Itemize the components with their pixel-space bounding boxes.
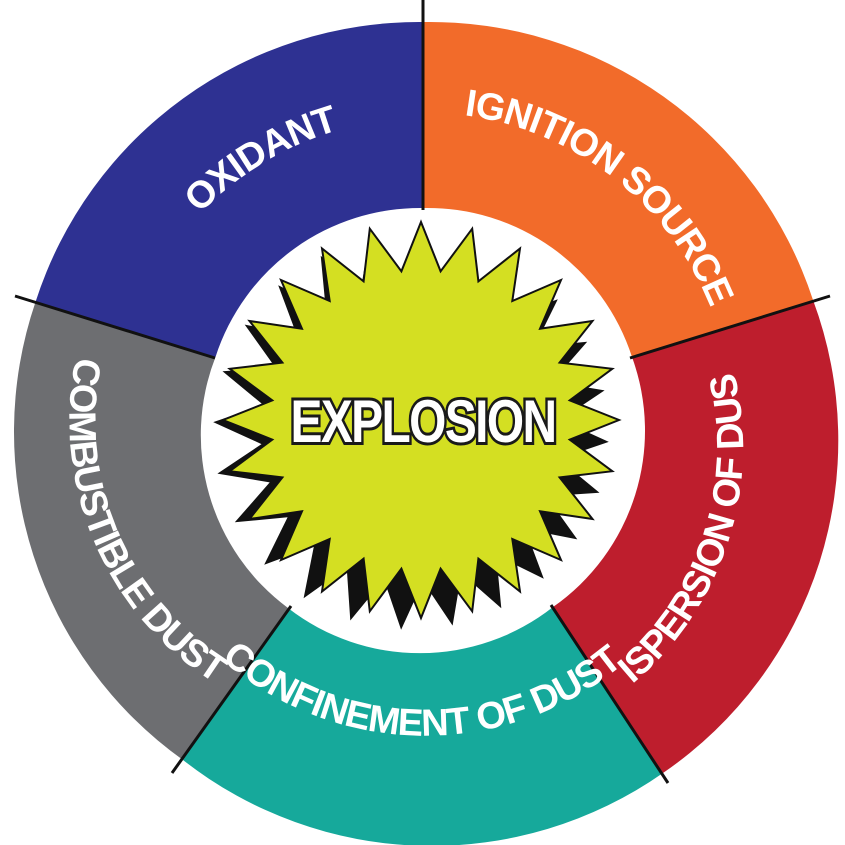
ring-segments [13, 21, 839, 845]
segment-ignition-source [423, 21, 813, 358]
divider-lines [14, 0, 831, 784]
segment-combustible-dust [13, 302, 289, 760]
segment-oxidant [35, 21, 423, 358]
divider-upper-right [629, 294, 831, 360]
segment-confinement-of-dust [183, 607, 663, 845]
divider-lower-left [170, 605, 293, 774]
divider-lower-right [549, 604, 670, 784]
segment-dispersion-of-dust [553, 300, 839, 773]
burst-star [220, 219, 622, 621]
center-label-explosion: EXPLOSION [291, 388, 556, 455]
explosion-burst: EXPLOSION [213, 219, 622, 630]
divider-upper-left [14, 294, 216, 360]
